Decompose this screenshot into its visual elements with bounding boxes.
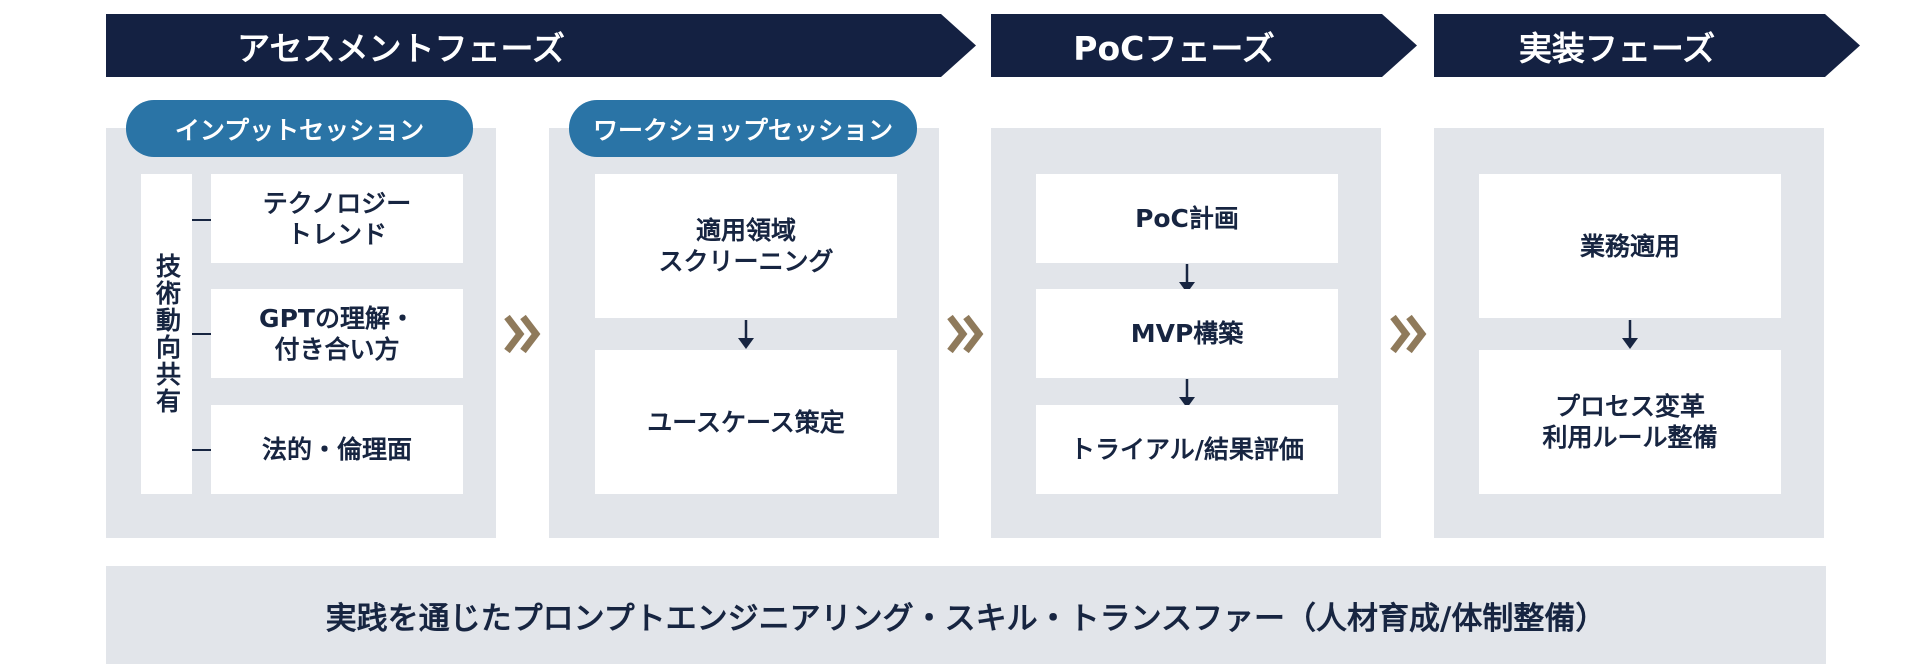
- tech-trend-sharing-label: 技術動向共有: [141, 174, 192, 494]
- skill-transfer-banner: 実践を通じたプロンプトエンジニアリング・スキル・トランスファー（人材育成/体制整…: [106, 566, 1826, 664]
- poc-item-mvp: MVP構築: [1036, 289, 1338, 378]
- phase-header-assessment: アセスメントフェーズ: [106, 14, 976, 77]
- item-label: 法的・倫理面: [261, 435, 412, 464]
- down-arrow-icon: [738, 320, 754, 349]
- banner-text: 実践を通じたプロンプトエンジニアリング・スキル・トランスファー（人材育成/体制整…: [325, 600, 1607, 637]
- phase-title: アセスメントフェーズ: [237, 28, 565, 68]
- double-chevron-right-icon: [947, 314, 984, 354]
- double-chevron-right-icon: [1390, 314, 1427, 354]
- item-label: トライアル/結果評価: [1070, 435, 1304, 464]
- input-item-legal-ethics: 法的・倫理面: [211, 405, 463, 494]
- workshop-session-pill: ワークショップセッション: [569, 100, 917, 157]
- item-label: PoC計画: [1135, 204, 1239, 233]
- down-arrow-icon: [1622, 320, 1638, 349]
- impl-item-process-transformation: プロセス変革 利用ルール整備: [1479, 350, 1781, 494]
- poc-item-plan: PoC計画: [1036, 174, 1338, 263]
- pill-label: インプットセッション: [174, 115, 425, 145]
- phase-header-poc: PoCフェーズ: [991, 14, 1417, 77]
- input-item-gpt-understanding: GPTの理解・ 付き合い方: [211, 289, 463, 378]
- item-label: ユースケース策定: [647, 407, 845, 437]
- item-label: 適用領域 スクリーニング: [658, 216, 834, 276]
- item-label: プロセス変革 利用ルール整備: [1542, 392, 1718, 452]
- item-label: GPTの理解・ 付き合い方: [259, 303, 415, 364]
- item-label: 業務適用: [1579, 231, 1680, 261]
- connector-tick: [192, 333, 211, 335]
- connector-tick: [192, 219, 211, 221]
- double-chevron-right-icon: [504, 314, 541, 354]
- workshop-item-use-case: ユースケース策定: [595, 350, 897, 494]
- input-item-technology-trend: テクノロジー トレンド: [211, 174, 463, 263]
- connector-tick: [192, 449, 211, 451]
- impl-item-business-application: 業務適用: [1479, 174, 1781, 318]
- phase-title: 実装フェーズ: [1518, 28, 1716, 68]
- phase-title: PoCフェーズ: [1073, 28, 1275, 68]
- down-arrow-icon: [1179, 379, 1195, 408]
- item-label: MVP構築: [1130, 319, 1244, 348]
- item-label: テクノロジー トレンド: [262, 188, 412, 249]
- phase-header-implementation: 実装フェーズ: [1434, 14, 1860, 77]
- workshop-item-area-screening: 適用領域 スクリーニング: [595, 174, 897, 318]
- down-arrow-icon: [1179, 264, 1195, 293]
- input-session-pill: インプットセッション: [126, 100, 473, 157]
- pill-label: ワークショップセッション: [592, 115, 893, 145]
- vertical-label-text: 技術動向共有: [152, 253, 182, 415]
- poc-item-trial-evaluation: トライアル/結果評価: [1036, 405, 1338, 494]
